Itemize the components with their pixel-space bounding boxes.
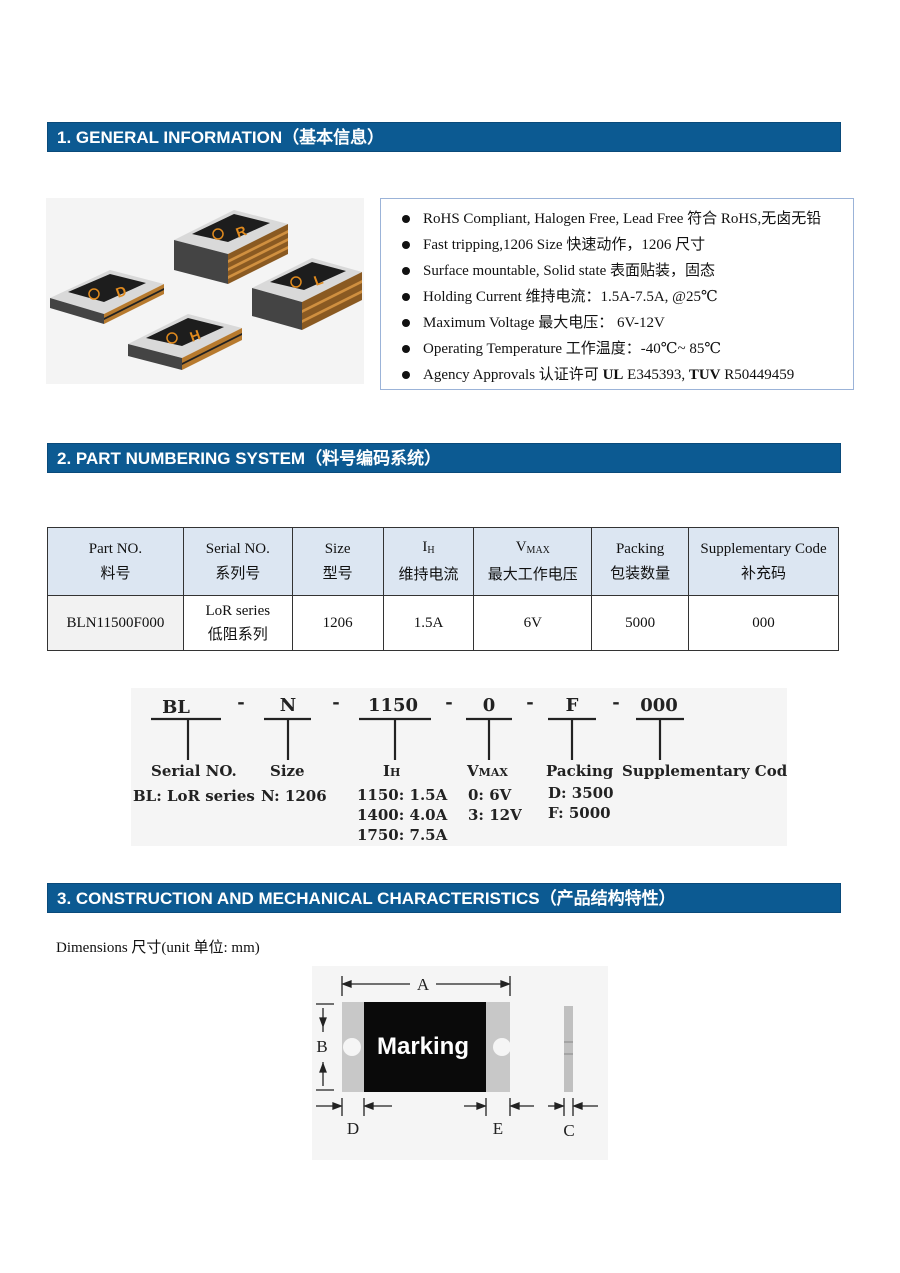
dimensions-label: Dimensions 尺寸(unit 单位: mm) (56, 940, 260, 956)
label-vmax: VMAX (466, 762, 508, 780)
section-header-construction: 3. CONSTRUCTION AND MECHANICAL CHARACTER… (47, 883, 841, 913)
header-serial-no: Serial NO.系列号 (182, 527, 293, 596)
token-1150: 1150 (368, 695, 418, 716)
detail-ih-1: 1150: 1.5A (357, 786, 448, 804)
chip-l: L (252, 258, 362, 330)
detail-packing-2: F: 5000 (548, 804, 611, 822)
chip-r: R (174, 210, 288, 284)
dash: - (237, 692, 244, 713)
section-header-general-information: 1. GENERAL INFORMATION（基本信息） (47, 122, 841, 152)
feature-item: Operating Temperature 工作温度：-40℃~ 85℃ (391, 336, 853, 362)
label-supplementary-code: Supplementary Code (622, 762, 787, 780)
dim-letter-a: A (417, 975, 430, 994)
cell-code: 000 (688, 595, 839, 651)
label-ih: IH (383, 762, 400, 780)
agency-prefix: Agency Approvals 认证许可 (423, 367, 603, 383)
token-000: 000 (640, 695, 678, 716)
dash: - (332, 692, 339, 713)
token-bl: BL (162, 697, 190, 718)
section-header-part-numbering: 2. PART NUMBERING SYSTEM（料号编码系统） (47, 443, 841, 473)
cell-ih: 1.5A (382, 595, 475, 651)
tuv-label: TUV (688, 367, 721, 383)
cell-size: 1206 (291, 595, 384, 651)
tuv-number: R50449459 (720, 367, 795, 383)
right-notch (493, 1038, 511, 1056)
chip-d: D (50, 270, 164, 324)
cell-packing: 5000 (591, 595, 690, 651)
dim-letter-d: D (347, 1119, 359, 1138)
label-packing: Packing (546, 762, 614, 780)
feature-item: Maximum Voltage 最大电压： 6V-12V (391, 310, 853, 336)
header-part-no: Part NO.料号 (47, 527, 184, 596)
detail-vmax-2: 3: 12V (468, 806, 522, 824)
dash: - (445, 692, 452, 713)
part-number-diagram: BL N 1150 0 F 000 - - - - - Serial NO. S… (131, 688, 797, 846)
label-serial-no: Serial NO. (151, 762, 237, 780)
feature-item: Fast tripping,1206 Size 快速动作，1206 尺寸 (391, 232, 853, 258)
feature-item: Holding Current 维持电流：1.5A-7.5A, @25℃ (391, 284, 853, 310)
detail-ih-3: 1750: 7.5A (357, 826, 448, 844)
cell-part-no: BLN11500F000 (47, 595, 184, 651)
detail-size: N: 1206 (261, 787, 327, 805)
chip-h: H (128, 314, 242, 370)
detail-packing-1: D: 3500 (548, 784, 614, 802)
dimension-drawing: Marking A B D (312, 966, 608, 1160)
features-box: RoHS Compliant, Halogen Free, Lead Free … (380, 198, 854, 390)
feature-item: Surface mountable, Solid state 表面贴装，固态 (391, 258, 853, 284)
feature-item: RoHS Compliant, Halogen Free, Lead Free … (391, 206, 853, 232)
cell-vmax: 6V (473, 595, 593, 651)
token-n: N (280, 695, 296, 716)
label-size: Size (270, 762, 305, 780)
token-f: F (566, 695, 579, 716)
side-view (564, 1006, 573, 1092)
detail-ih-2: 1400: 4.0A (357, 806, 448, 824)
dash: - (612, 692, 619, 713)
dim-letter-b: B (316, 1037, 327, 1056)
marking-text: Marking (377, 1033, 469, 1060)
ul-label: UL (602, 367, 624, 383)
detail-vmax-1: 0: 6V (468, 786, 512, 804)
feature-item-agency: Agency Approvals 认证许可 UL E345393, TUV R5… (391, 362, 853, 388)
chip-body (364, 1002, 486, 1092)
connector-lines (151, 717, 684, 760)
product-photo: D R L (46, 198, 364, 384)
detail-serial: BL: LoR series (133, 787, 255, 805)
left-notch (343, 1038, 361, 1056)
dim-letter-c: C (563, 1121, 574, 1140)
dash: - (526, 692, 533, 713)
dimension-lines (316, 976, 598, 1116)
features-list: RoHS Compliant, Halogen Free, Lead Free … (391, 206, 853, 388)
dim-letter-e: E (493, 1119, 503, 1138)
token-0: 0 (483, 695, 496, 716)
ul-number: E345393, (623, 367, 689, 383)
